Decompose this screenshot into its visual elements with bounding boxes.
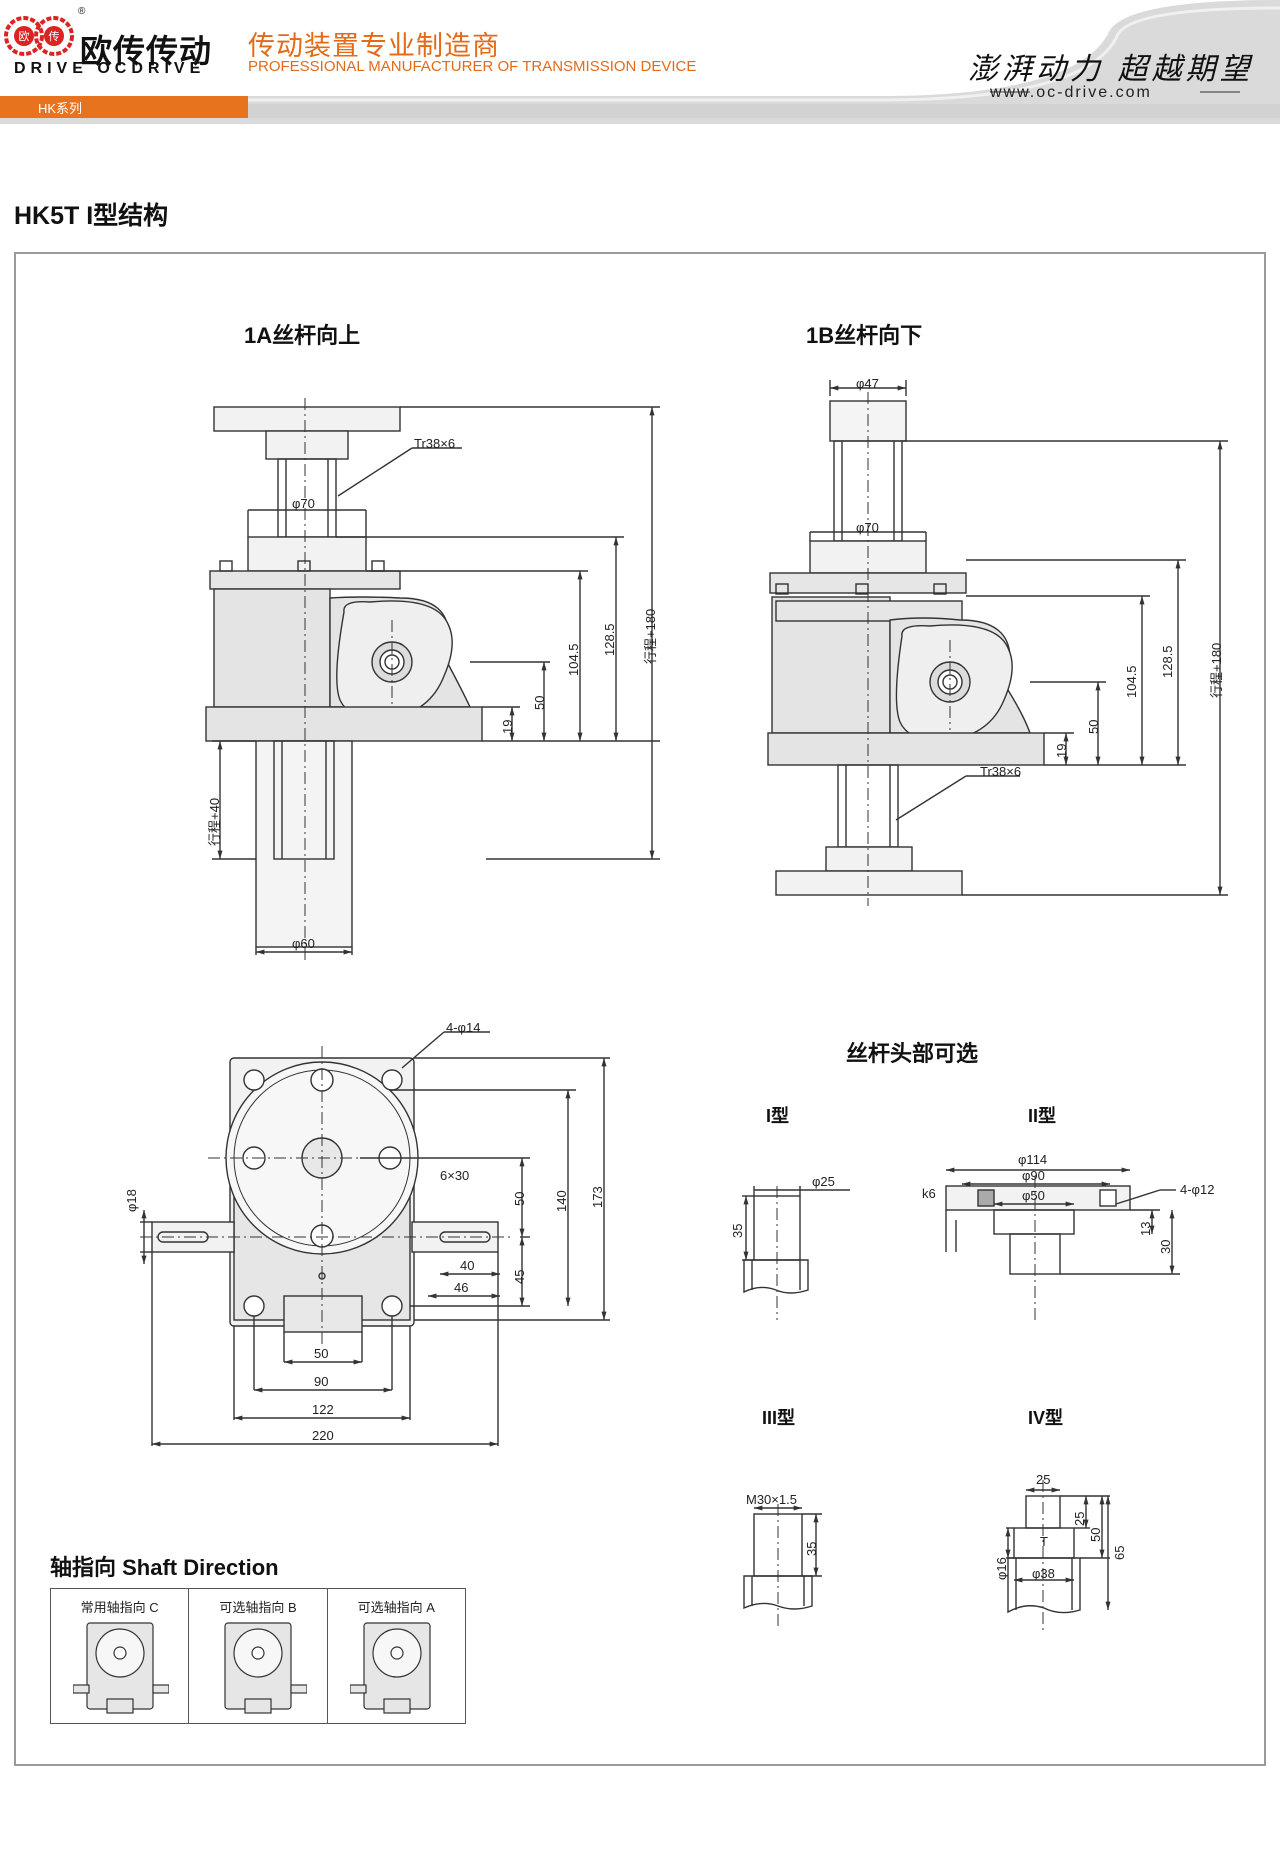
- header-graphics: [0, 0, 1280, 124]
- top-view-dim-173: 173: [590, 1186, 605, 1208]
- view-1b-dim-50: 50: [1086, 719, 1101, 734]
- head-type-1-h35: 35: [730, 1223, 745, 1238]
- website-url: www.oc-drive.com: [990, 84, 1152, 101]
- view-1a-dim-stroke40: 行程+40: [207, 797, 222, 846]
- view-1b-drawing: [767, 380, 1228, 906]
- head-type-2-k6: k6: [922, 1186, 936, 1201]
- head-type-4-h50: 50: [1088, 1527, 1103, 1542]
- top-view-holes-label: 4-φ14: [446, 1020, 481, 1035]
- view-1a-dim-stroke180: 行程+180: [643, 608, 658, 664]
- view-1b-d47-label: φ47: [856, 376, 879, 391]
- head-type-3-h35: 35: [804, 1541, 819, 1556]
- shaft-option-b: 可选轴指向 B: [189, 1589, 328, 1723]
- head-type-1-drawing: [742, 1186, 850, 1320]
- view-1a-dim-50: 50: [532, 695, 547, 710]
- top-view-dim-46: 46: [454, 1280, 469, 1295]
- head-type-2-d90: φ90: [1022, 1168, 1045, 1183]
- head-type-2-h13: 13: [1138, 1221, 1153, 1236]
- registered-mark: ®: [78, 6, 86, 17]
- shaft-option-label: 可选轴指向 B: [219, 1600, 297, 1615]
- tagline-en: PROFESSIONAL MANUFACTURER OF TRANSMISSIO…: [248, 58, 697, 75]
- top-view-dim-122: 122: [312, 1402, 334, 1417]
- top-view-dim-140: 140: [554, 1190, 569, 1212]
- head-type-3-thread: M30×1.5: [746, 1492, 797, 1507]
- head-type-4-t: T: [1040, 1534, 1048, 1549]
- view-1b-thread-label: Tr38×6: [980, 764, 1022, 779]
- slogan: 澎湃动力 超越期望: [968, 52, 1254, 87]
- shaft-direction-title: 轴指向 Shaft Direction: [50, 1555, 279, 1580]
- view-1a-d70-label: φ70: [292, 496, 315, 511]
- head-type-4-d38: φ38: [1032, 1566, 1055, 1581]
- head-type-2-d50: φ50: [1022, 1188, 1045, 1203]
- top-view-dim-90: 90: [314, 1374, 329, 1389]
- top-view-dim-40: 40: [460, 1258, 475, 1273]
- view-1a-dim-19: 19: [500, 719, 515, 734]
- shaft-option-a: 可选轴指向 A: [328, 1589, 465, 1723]
- shaft-option-a-icon: [349, 1622, 431, 1714]
- head-type-1-d25: φ25: [812, 1174, 835, 1189]
- head-type-2-label: II型: [1028, 1106, 1057, 1126]
- view-1a-d60-label: φ60: [292, 936, 315, 951]
- head-type-4-d16: φ16: [994, 1557, 1009, 1580]
- head-type-2-d114: φ114: [1018, 1152, 1048, 1167]
- svg-text:传: 传: [49, 30, 60, 43]
- view-1a-dim-128: 128.5: [602, 623, 617, 656]
- svg-text:欧: 欧: [19, 30, 30, 43]
- drawing-frame: [14, 252, 1266, 1766]
- head-type-2-h30: 30: [1158, 1239, 1173, 1254]
- top-view-key-label: 6×30: [440, 1168, 470, 1183]
- top-view-dim-50v: 50: [512, 1191, 527, 1206]
- head-type-4-h25: 25: [1072, 1511, 1087, 1526]
- series-label: HK系列: [38, 101, 83, 116]
- top-view-dim-50h: 50: [314, 1346, 329, 1361]
- view-1a-drawing: [205, 398, 660, 960]
- shaft-option-b-icon: [224, 1622, 308, 1714]
- shaft-option-label: 可选轴指向 A: [357, 1600, 435, 1615]
- top-view-dim-45: 45: [512, 1269, 527, 1284]
- top-view-dim-220: 220: [312, 1428, 334, 1443]
- page-header: 欧 传 ® 欧传传动 DRIVE OCDRIVE 传动装置专业制造商 PROFE…: [0, 0, 1280, 124]
- head-type-2-holes: 4-φ12: [1180, 1182, 1215, 1197]
- head-type-1-label: I型: [766, 1106, 790, 1126]
- view-1b-dim-stroke180: 行程+180: [1209, 642, 1224, 698]
- brand-name-en: DRIVE OCDRIVE: [14, 60, 206, 77]
- head-type-2-drawing: [945, 1167, 1180, 1324]
- tagline-cn: 传动装置专业制造商: [248, 31, 500, 61]
- view-1b-dim-19: 19: [1054, 743, 1069, 758]
- company-logo: 欧 传: [4, 16, 74, 56]
- shaft-option-c-icon: [73, 1622, 169, 1714]
- head-type-4-drawing: [1005, 1480, 1111, 1630]
- brand-name-cn: 欧传传动: [80, 33, 213, 69]
- head-type-4-label: IV型: [1028, 1408, 1064, 1428]
- view-1a-dim-104: 104.5: [566, 643, 581, 676]
- shaft-option-c: 常用轴指向 C: [51, 1589, 190, 1723]
- head-type-3-drawing: [743, 1504, 822, 1628]
- top-view-drawing: [140, 1031, 610, 1447]
- view-1b-d70-label: φ70: [856, 520, 879, 535]
- page-title: HK5T I型结构: [14, 202, 169, 230]
- head-type-3-label: III型: [762, 1408, 796, 1428]
- shaft-option-label: 常用轴指向 C: [80, 1600, 159, 1615]
- view-1a-title: 1A丝杆向上: [244, 323, 361, 348]
- heads-title: 丝杆头部可选: [846, 1041, 979, 1066]
- top-view-d18-label: φ18: [124, 1189, 139, 1212]
- head-type-4-w25: 25: [1036, 1472, 1051, 1487]
- view-1b-title: 1B丝杆向下: [806, 323, 923, 348]
- view-1b-dim-128: 128.5: [1160, 645, 1175, 678]
- view-1a-thread-label: Tr38×6: [414, 436, 456, 451]
- shaft-direction-table: 常用轴指向 C 可选轴指向 B 可选轴指向 A: [50, 1588, 466, 1724]
- head-type-4-h65: 65: [1112, 1545, 1127, 1560]
- view-1b-dim-104: 104.5: [1124, 665, 1139, 698]
